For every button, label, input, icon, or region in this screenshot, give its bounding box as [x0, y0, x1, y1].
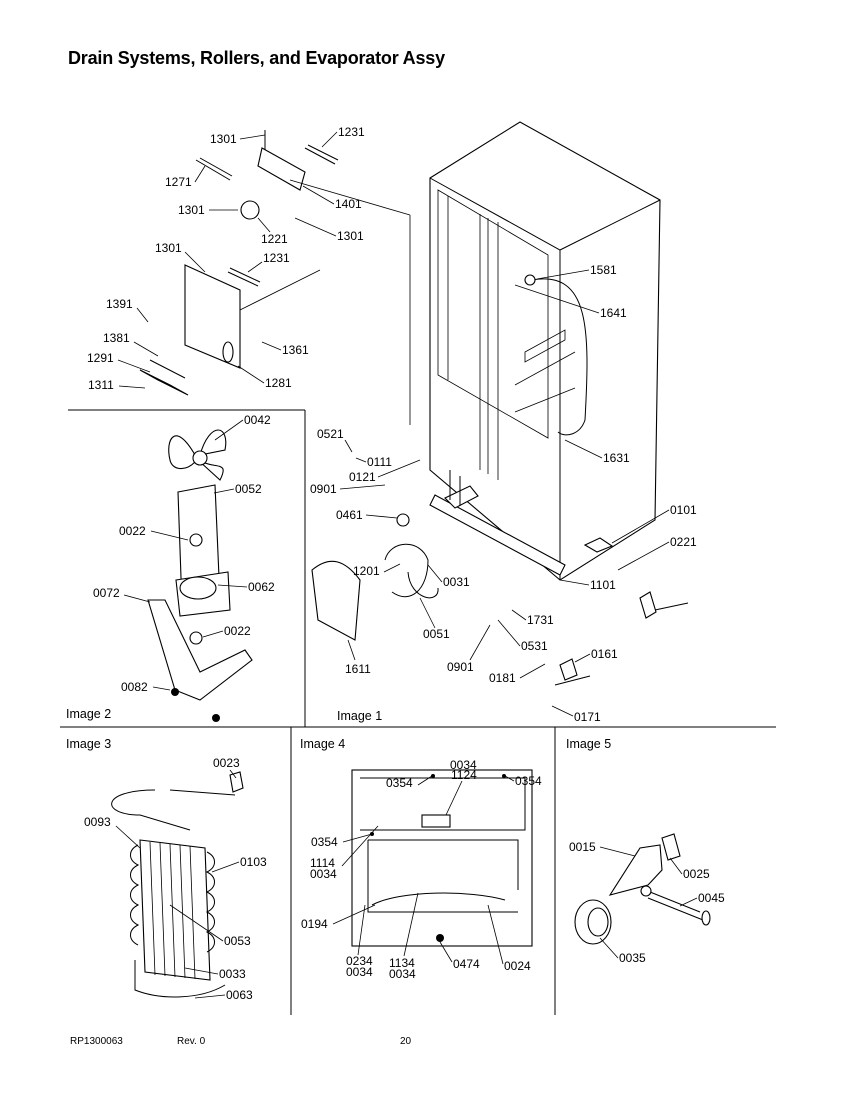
callout-label: 1381: [103, 331, 130, 345]
panel-label-image4: Image 4: [300, 737, 345, 751]
panel-label-image2: Image 2: [66, 707, 111, 721]
callout-label: 0035: [619, 951, 646, 965]
callout-label: 0042: [244, 413, 271, 427]
page-number: 20: [400, 1036, 412, 1047]
callout-label: 1301: [155, 241, 182, 255]
callout-label: 0461: [336, 508, 363, 522]
callout-label: 1301: [178, 203, 205, 217]
callout-label: 0045: [698, 891, 725, 905]
upper-fan-assembly: [195, 130, 411, 425]
callout-label: 0234: [346, 954, 373, 968]
callout-label: 0101: [670, 503, 697, 517]
callout-label: 0221: [670, 535, 697, 549]
callout-label: 0022: [224, 624, 251, 638]
callout-label: 0121: [349, 470, 376, 484]
callout-label: 0052: [235, 482, 262, 496]
callout-label: 0022: [119, 524, 146, 538]
page-footer: RP1300063 Rev. 0 20: [0, 1036, 848, 1056]
callout-label: 0033: [219, 967, 246, 981]
callout-label: 1101: [590, 578, 616, 592]
callouts-image5: 0015 0025 0045 0035: [569, 840, 725, 965]
page-title: Drain Systems, Rollers, and Evaporator A…: [68, 48, 445, 68]
callout-label: 0901: [447, 660, 474, 674]
callout-label: 0051: [423, 627, 450, 641]
callout-label: 0194: [301, 917, 328, 931]
callout-label: 1401: [335, 197, 362, 211]
panel-label-image5: Image 5: [566, 737, 611, 751]
callout-label: 0531: [521, 639, 548, 653]
callout-label: 1731: [527, 613, 554, 627]
callout-label: 1231: [338, 125, 365, 139]
callout-label: 1221: [261, 232, 288, 246]
callout-label: 1201: [353, 564, 380, 578]
callout-label: 1114: [310, 856, 335, 870]
callout-label: 0521: [317, 427, 344, 441]
panel-dividers: [60, 409, 776, 1015]
callout-label: 1581: [590, 263, 617, 277]
callout-label: 0024: [504, 959, 531, 973]
panel-label-image3: Image 3: [66, 737, 111, 751]
callout-label: 0354: [386, 776, 413, 790]
callout-label: 1291: [87, 351, 114, 365]
callout-label: 1611: [345, 662, 371, 676]
callout-label: 0025: [683, 867, 710, 881]
callout-label: 0023: [213, 756, 240, 770]
revision-label: Rev. 0: [177, 1036, 206, 1047]
callout-label: 0072: [93, 586, 120, 600]
callout-label: 0181: [489, 671, 516, 685]
callout-label: 0161: [591, 647, 618, 661]
doc-number: RP1300063: [70, 1036, 123, 1047]
callout-label: 1134: [389, 956, 415, 970]
callout-label: 1124: [451, 768, 477, 782]
callout-label: 1231: [263, 251, 290, 265]
fan-motor-illustration: [147, 429, 253, 722]
callout-label: 0034: [310, 867, 337, 881]
callout-label: 1301: [210, 132, 237, 146]
fan-shroud-bracket: [139, 264, 321, 396]
callout-label: 0031: [443, 575, 470, 589]
callouts-image4: 0034 1124 0354 0354 0354 1114 0034 0194 …: [301, 758, 542, 981]
callout-label: 0093: [84, 815, 111, 829]
callout-label: 1361: [282, 343, 309, 357]
callout-label: 0103: [240, 855, 267, 869]
callouts-image1: 1301 1231 1271 1301 1401 1221 1301 1301 …: [87, 125, 697, 724]
callout-label: 0354: [515, 774, 542, 788]
callout-label: 1631: [603, 451, 630, 465]
callouts-image2: 0042 0052 0022 0062 0072 0022 0082: [93, 413, 275, 694]
callout-label: 1271: [165, 175, 192, 189]
panel-labels: Image 1 Image 2 Image 3 Image 4 Image 5: [66, 707, 611, 751]
callout-label: 0062: [248, 580, 275, 594]
roller-illustration: [574, 833, 711, 945]
panel-label-image1: Image 1: [337, 709, 382, 723]
callouts-image3: 0023 0093 0103 0053 0033 0063: [84, 756, 267, 1002]
callout-label: 0474: [453, 957, 480, 971]
callout-label: 0063: [226, 988, 253, 1002]
callout-label: 0901: [310, 482, 337, 496]
callout-label: 1641: [600, 306, 627, 320]
callout-label: 0354: [311, 835, 338, 849]
callout-label: 0034: [450, 758, 477, 772]
drain-pan-cover: [311, 513, 689, 686]
callout-label: 0034: [389, 967, 416, 981]
callout-label: 1311: [88, 378, 114, 392]
callout-label: 0015: [569, 840, 596, 854]
callout-label: 0034: [346, 965, 373, 979]
callout-label: 0111: [367, 455, 392, 469]
cabinet-illustration: [429, 121, 661, 581]
callout-label: 1301: [337, 229, 364, 243]
evaporator-coil-illustration: [111, 771, 244, 998]
coil-fins: [149, 841, 196, 980]
drain-heater-illustration: [351, 769, 533, 947]
callout-label: 0171: [574, 710, 601, 724]
callout-label: 1391: [106, 297, 133, 311]
callout-label: 0053: [224, 934, 251, 948]
callout-label: 1281: [265, 376, 292, 390]
callout-label: 0082: [121, 680, 148, 694]
